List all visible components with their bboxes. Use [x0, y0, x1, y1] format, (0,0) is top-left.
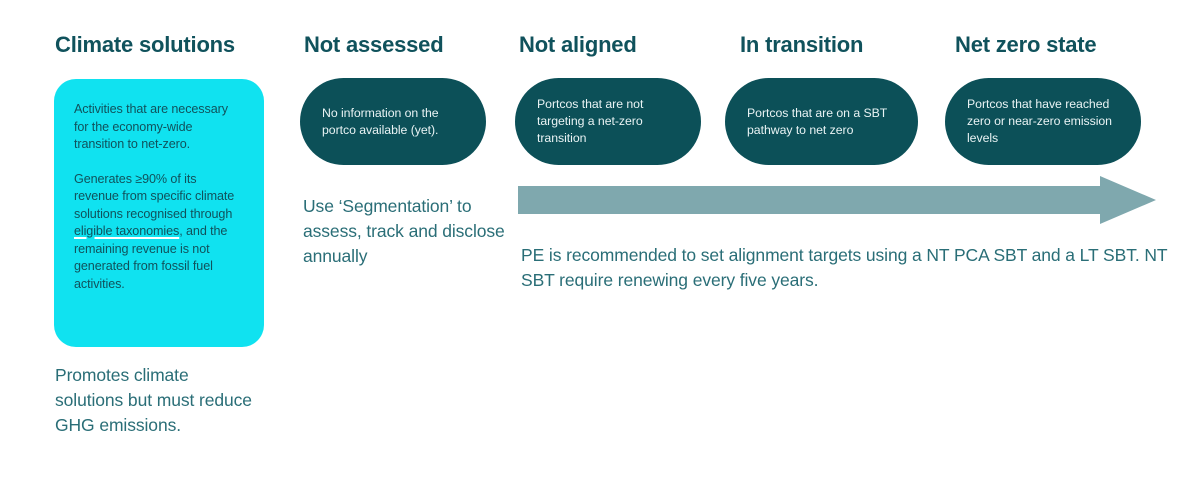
column-heading-not-aligned: Not aligned [519, 32, 637, 57]
climate-solutions-paragraph-2-lead: Generates ≥90% of its revenue from speci… [74, 171, 235, 221]
segmentation-caption: Use ‘Segmentation’ to assess, track and … [303, 196, 505, 266]
column-heading-not-assessed: Not assessed [304, 32, 444, 57]
pill-net-zero-state[interactable]: Portcos that have reached zero or near-z… [945, 78, 1141, 165]
pill-in-transition-text: Portcos that are on a SBT pathway to net… [747, 105, 888, 137]
pill-not-aligned[interactable]: Portcos that are not targeting a net-zer… [515, 78, 701, 165]
pill-not-assessed[interactable]: No information on the portco available (… [300, 78, 486, 165]
pill-not-aligned-text: Portcos that are not targeting a net-zer… [537, 97, 644, 145]
eligible-taxonomies-link[interactable]: eligible taxonomies [74, 224, 180, 238]
column-heading-climate-solutions: Climate solutions [55, 32, 235, 57]
targets-recommendation-note: PE is recommended to set alignment targe… [521, 245, 1168, 290]
pill-in-transition[interactable]: Portcos that are on a SBT pathway to net… [725, 78, 918, 165]
climate-solutions-footnote: Promotes climate solutions but must redu… [55, 365, 252, 435]
climate-solutions-paragraph-2: Generates ≥90% of its revenue from speci… [74, 171, 244, 294]
column-heading-net-zero-state: Net zero state [955, 32, 1097, 57]
climate-solutions-card: Activities that are necessary for the ec… [54, 79, 264, 347]
climate-solutions-paragraph-2-tail: , and the remaining revenue is not gener… [74, 224, 228, 291]
pill-net-zero-state-text: Portcos that have reached zero or near-z… [967, 97, 1112, 145]
column-heading-in-transition: In transition [740, 32, 864, 57]
climate-solutions-paragraph-1: Activities that are necessary for the ec… [74, 102, 228, 151]
pill-not-assessed-text: No information on the portco available (… [322, 105, 439, 137]
right-arrow-icon [518, 176, 1156, 224]
